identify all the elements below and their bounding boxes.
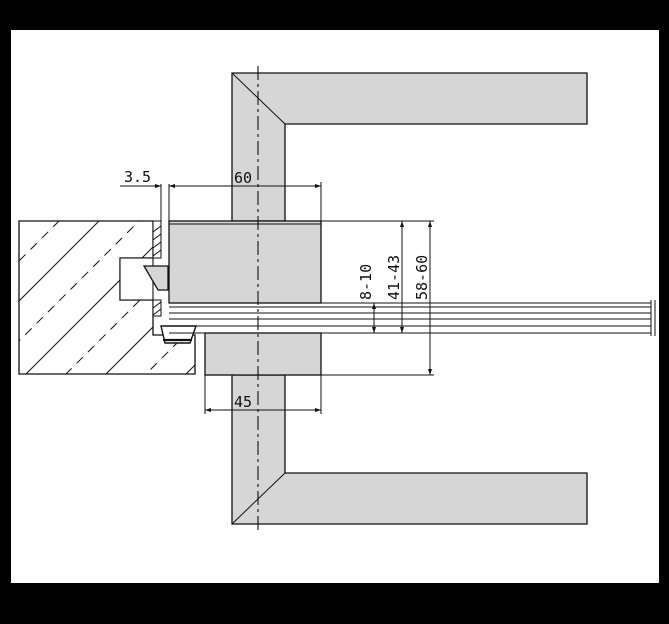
door-leaf-layers	[169, 300, 656, 336]
dimension-upper-width: 60	[169, 169, 322, 221]
latch-recess	[119, 257, 154, 301]
dimension-mid-height: 41-43	[321, 220, 406, 334]
dim-label-upper-width: 60	[234, 169, 252, 187]
lower-rosette	[204, 332, 322, 376]
upper-rosette	[168, 220, 322, 304]
dimension-gap: 8-10	[321, 264, 378, 334]
dimension-lower-width: 45	[204, 375, 322, 414]
dim-label-overall-height: 58-60	[413, 255, 431, 300]
rose-plate	[152, 220, 162, 317]
dimension-overall-height: 58-60	[321, 220, 434, 376]
dim-label-mid-height: 41-43	[385, 255, 403, 300]
latch-wedge	[142, 265, 169, 291]
dim-label-gap: 8-10	[357, 264, 375, 300]
dim-label-rose-plate: 3.5	[124, 168, 151, 186]
dim-label-lower-width: 45	[234, 393, 252, 411]
dimension-rose-plate: 3.5	[120, 168, 175, 221]
